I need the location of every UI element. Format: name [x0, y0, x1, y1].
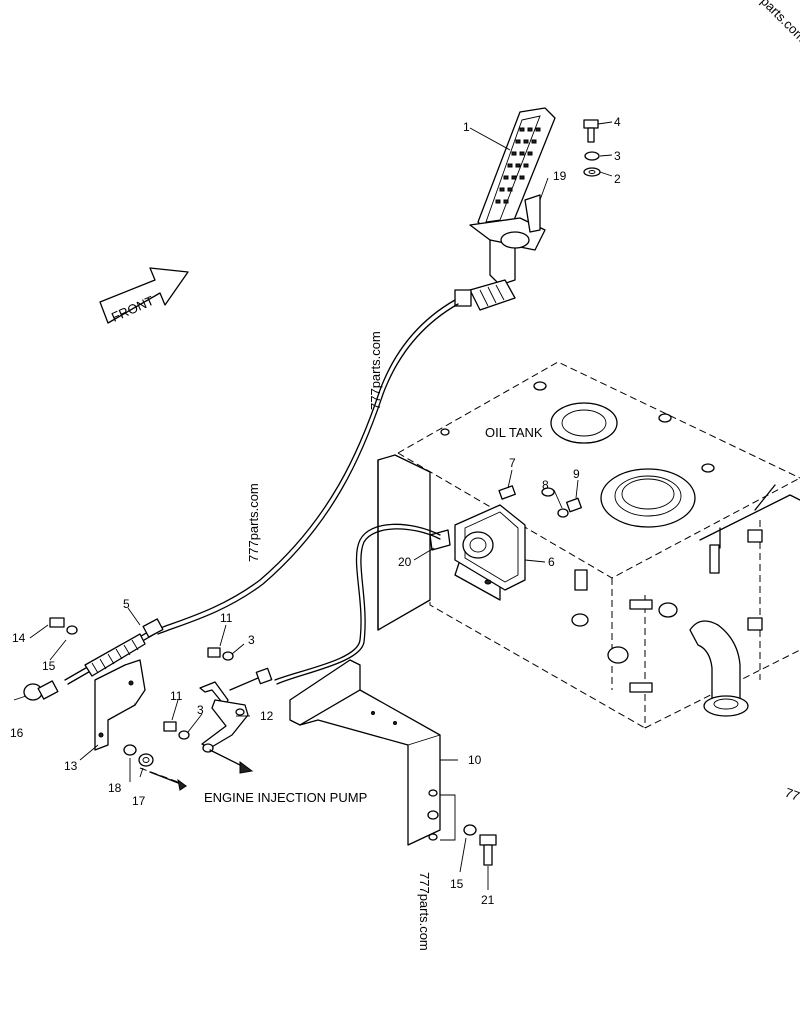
oil-tank [377, 361, 800, 729]
watermark-right: 777 [783, 785, 800, 807]
bolts-7-8-9 [498, 485, 582, 518]
callout-17: 17 [132, 794, 146, 808]
callout-21: 21 [481, 893, 495, 907]
front-arrow-icon: FRONT [99, 267, 189, 325]
callout-6: 6 [548, 555, 555, 569]
callout-3-middle: 3 [248, 633, 255, 647]
callout-15-bottom: 15 [450, 877, 464, 891]
callout-8: 8 [542, 478, 549, 492]
callout-13: 13 [64, 759, 78, 773]
rod-end-5 [64, 618, 164, 685]
callout-18: 18 [108, 781, 122, 795]
callout-1: 1 [463, 120, 470, 134]
lever-12 [199, 667, 273, 753]
bracket-10 [289, 659, 456, 846]
callout-19: 19 [553, 169, 567, 183]
callout-12: 12 [260, 709, 274, 723]
leader-lines [13, 121, 613, 890]
callout-4: 4 [614, 115, 621, 129]
callout-3-lower: 3 [197, 703, 204, 717]
callout-11-upper: 11 [220, 611, 233, 625]
callout-10: 10 [468, 753, 482, 767]
controller-6 [274, 504, 526, 685]
bolt-4-and-washers [583, 119, 601, 177]
hardware-14-15-17-18 [49, 617, 154, 767]
callout-3-top: 3 [614, 149, 621, 163]
accelerator-pedal [454, 107, 556, 311]
callout-20: 20 [398, 555, 412, 569]
watermark-corner: parts.com [758, 0, 800, 44]
throttle-cable [154, 299, 456, 631]
bracket-13 [94, 659, 146, 751]
callout-16: 16 [10, 726, 24, 740]
bolts-11-washers-3 [163, 647, 234, 740]
oil-tank-label: OIL TANK [485, 425, 543, 440]
engine-injection-pump-label: ENGINE INJECTION PUMP [204, 790, 367, 805]
callout-11-lower: 11 [170, 689, 183, 703]
watermark-upper: 777parts.com [368, 331, 383, 410]
watermark-bottom: 777parts.com [417, 872, 432, 951]
callout-2: 2 [614, 172, 621, 186]
pump-arrows [139, 749, 254, 791]
bolt-21-washer-15 [463, 824, 497, 866]
watermark-middle: 777parts.com [246, 483, 261, 562]
callout-14: 14 [12, 631, 26, 645]
callout-15-left: 15 [42, 659, 56, 673]
callout-9: 9 [573, 467, 580, 481]
callout-7: 7 [509, 456, 516, 470]
callout-5: 5 [123, 597, 130, 611]
ball-joint-16 [23, 680, 59, 701]
callout-numbers: 1 2 3 4 19 5 6 7 8 9 10 11 3 11 3 12 13 … [10, 115, 621, 907]
